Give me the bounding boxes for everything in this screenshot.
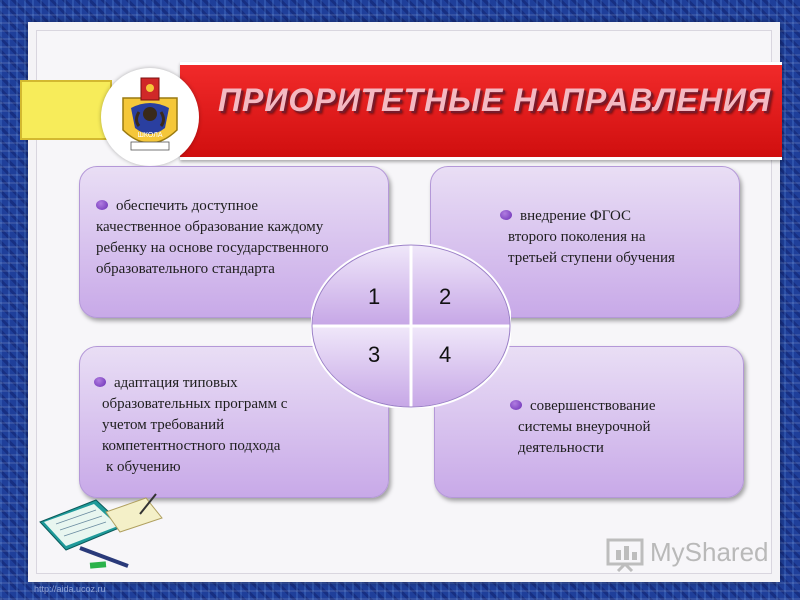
card-4-line-3: деятельности xyxy=(518,440,604,456)
card-2-line-1: внедрение ФГОС xyxy=(520,208,631,224)
quadrant-2 xyxy=(409,244,511,328)
school-emblem-icon: ШКОЛА xyxy=(101,68,199,166)
bullet-icon xyxy=(500,210,512,220)
card-1-line-3: ребенку на основе государственного xyxy=(96,240,329,256)
card-2-line-2: второго поколения на xyxy=(508,229,646,245)
priority-card-3 xyxy=(79,346,389,498)
quadrant-number-2: 2 xyxy=(439,284,452,309)
card-2-line-3: третьей ступени обучения xyxy=(508,250,675,266)
myshared-logo-icon xyxy=(606,538,644,572)
card-1-line-4: образовательного стандарта xyxy=(96,261,275,277)
quadrant-number-3: 3 xyxy=(368,342,381,367)
quadrant-number-1: 1 xyxy=(368,284,381,309)
yellow-decor-box xyxy=(20,80,112,140)
page-title: ПРИОРИТЕТНЫЕ НАПРАВЛЕНИЯ xyxy=(218,82,772,118)
card-4-line-1: совершенствование xyxy=(530,398,656,414)
quadrant-3 xyxy=(311,324,413,408)
card-3-line-2: образовательных программ с xyxy=(102,396,288,412)
card-4-line-2: системы внеурочной xyxy=(518,419,651,435)
priority-card-2-text: внедрение ФГОС второго поколения на трет… xyxy=(500,206,730,269)
title-banner xyxy=(180,62,782,160)
myshared-brand: MyShared xyxy=(650,537,769,567)
bullet-icon xyxy=(510,400,522,410)
quadrant-circle xyxy=(311,244,511,408)
emblem-label: ШКОЛА xyxy=(137,132,162,139)
priority-card-1-text: обеспечить доступное качественное образо… xyxy=(96,196,396,280)
notebook-pencil-icon xyxy=(39,493,163,569)
card-1-line-2: качественное образование каждому xyxy=(96,219,324,235)
card-3-line-3: учетом требований xyxy=(102,417,225,433)
bullet-icon xyxy=(94,377,106,387)
quadrant-number-4: 4 xyxy=(439,342,452,367)
quadrant-1 xyxy=(311,244,413,328)
bullet-icon xyxy=(96,200,108,210)
priority-card-3-text: адаптация типовых образовательных програ… xyxy=(94,373,384,478)
source-url: http://aida.ucoz.ru xyxy=(34,584,106,594)
card-3-line-4: компетентностного подхода xyxy=(102,438,281,454)
card-1-line-1: обеспечить доступное xyxy=(116,198,259,214)
card-3-line-5: к обучению xyxy=(106,459,181,475)
priority-card-4-text: совершенствование системы внеурочной дея… xyxy=(510,396,730,459)
card-3-line-1: адаптация типовых xyxy=(114,375,238,391)
quadrant-4 xyxy=(409,324,511,408)
